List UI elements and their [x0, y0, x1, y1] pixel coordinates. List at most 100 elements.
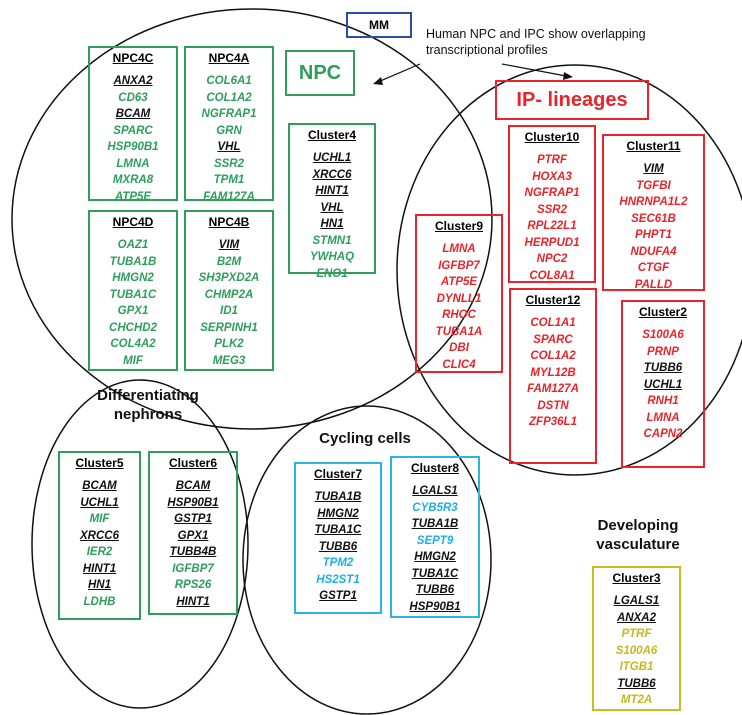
gene-label: BCAM	[115, 108, 151, 120]
gene-label: ID1	[220, 305, 238, 317]
gene-label: TUBB6	[415, 584, 455, 596]
gene-label: BCAM	[82, 480, 117, 492]
gene-label: HINT1	[315, 185, 349, 197]
gene-label: ATP5E	[114, 190, 152, 203]
gene-label: GSTP1	[174, 513, 212, 525]
cycling-cells-label: Cycling cells	[319, 430, 411, 447]
gene-label: NGFRAP1	[201, 108, 257, 120]
gene-label: S100A6	[615, 644, 658, 657]
gene-label: TUBB4B	[169, 546, 217, 558]
gene-label: CTGF	[637, 262, 670, 274]
gene-label: FAM127A	[527, 383, 579, 395]
gene-label: TUBA1A	[435, 325, 483, 338]
gene-label: MYL12B	[530, 366, 576, 379]
gene-label: TPM1	[213, 174, 245, 186]
npc-circle	[11, 8, 493, 430]
box-title: Cluster4	[307, 128, 357, 142]
gene-label: B2M	[216, 255, 242, 268]
gene-label: ANXA2	[617, 611, 656, 624]
arrow-to-ip	[501, 63, 567, 77]
gene-label: HERPUD1	[524, 236, 580, 249]
gene-label: CHMP2A	[204, 288, 254, 301]
box-title: Cluster8	[410, 461, 460, 475]
gene-label: PRNP	[647, 345, 679, 358]
gene-label: HMGN2	[317, 507, 359, 520]
gene-label: GRN	[216, 124, 242, 137]
gene-label: TUBA1B	[314, 491, 362, 503]
box-title: Cluster2	[638, 305, 688, 319]
gene-label: COL8A1	[529, 269, 575, 282]
gene-label: MEG3	[212, 354, 246, 367]
gene-label: IGFBP7	[172, 562, 214, 575]
gene-label: DSTN	[537, 399, 569, 412]
gene-label: TUBB6	[643, 362, 683, 374]
gene-label: HMGN2	[112, 272, 154, 284]
gene-label: STMN1	[312, 234, 352, 247]
gene-label: RPL22L1	[527, 220, 577, 232]
gene-label: HSP90B1	[409, 600, 461, 613]
box-title: Cluster10	[524, 130, 580, 144]
annotation-note: Human NPC and IPC show overlapping trans…	[426, 26, 646, 58]
gene-label: HN1	[87, 579, 111, 591]
gene-label: HMGN2	[414, 551, 456, 563]
gene-label: ENO1	[316, 267, 348, 280]
gene-label: LDHB	[83, 595, 116, 608]
gene-label: XRCC6	[312, 168, 352, 181]
arrow-to-npc	[377, 63, 421, 83]
box-title: Cluster6	[168, 456, 218, 470]
gene-label: TPM2	[322, 557, 354, 569]
gene-label: CLIC4	[442, 358, 476, 371]
gene-label: SEPT9	[416, 534, 454, 547]
gene-label: UCHL1	[80, 496, 119, 509]
gene-label: LMNA	[442, 243, 476, 255]
box-title: Cluster7	[313, 467, 363, 481]
gene-label: BCAM	[175, 480, 211, 492]
box-title: NPC4B	[208, 215, 250, 229]
gene-label: NDUFA4	[630, 245, 677, 258]
differentiating-label-line-2: nephrons	[113, 406, 183, 423]
vasculature-label-line-1: Developing	[597, 517, 679, 534]
gene-label: IGFBP7	[438, 259, 480, 272]
gene-label: CD63	[118, 91, 148, 104]
gene-label: NPC2	[536, 253, 568, 265]
gene-label: COL1A2	[530, 350, 576, 362]
box-title: NPC4D	[112, 215, 154, 229]
gene-label: VIM	[218, 239, 240, 251]
gene-label: MIF	[89, 513, 110, 525]
annotation-line-2: transcriptional profiles	[426, 43, 548, 57]
gene-label: LMNA	[116, 157, 150, 170]
gene-label: MT2A	[620, 694, 653, 706]
npc-label: NPC	[285, 50, 355, 96]
gene-label: OAZ1	[117, 239, 149, 251]
gene-label: SERPINH1	[200, 321, 258, 334]
gene-label: ANXA2	[113, 75, 153, 87]
gene-label: RHOC	[442, 309, 476, 321]
gene-label: COL6A1	[206, 75, 252, 87]
gene-label: GPX1	[117, 305, 149, 317]
gene-label: SPARC	[533, 333, 573, 346]
cycling-cells-circle	[242, 405, 492, 715]
gene-label: ZFP36L1	[529, 416, 577, 428]
box-title: Cluster9	[434, 219, 484, 233]
box-title: NPC4A	[208, 51, 250, 65]
vasculature-label-line-2: vasculature	[596, 536, 680, 553]
